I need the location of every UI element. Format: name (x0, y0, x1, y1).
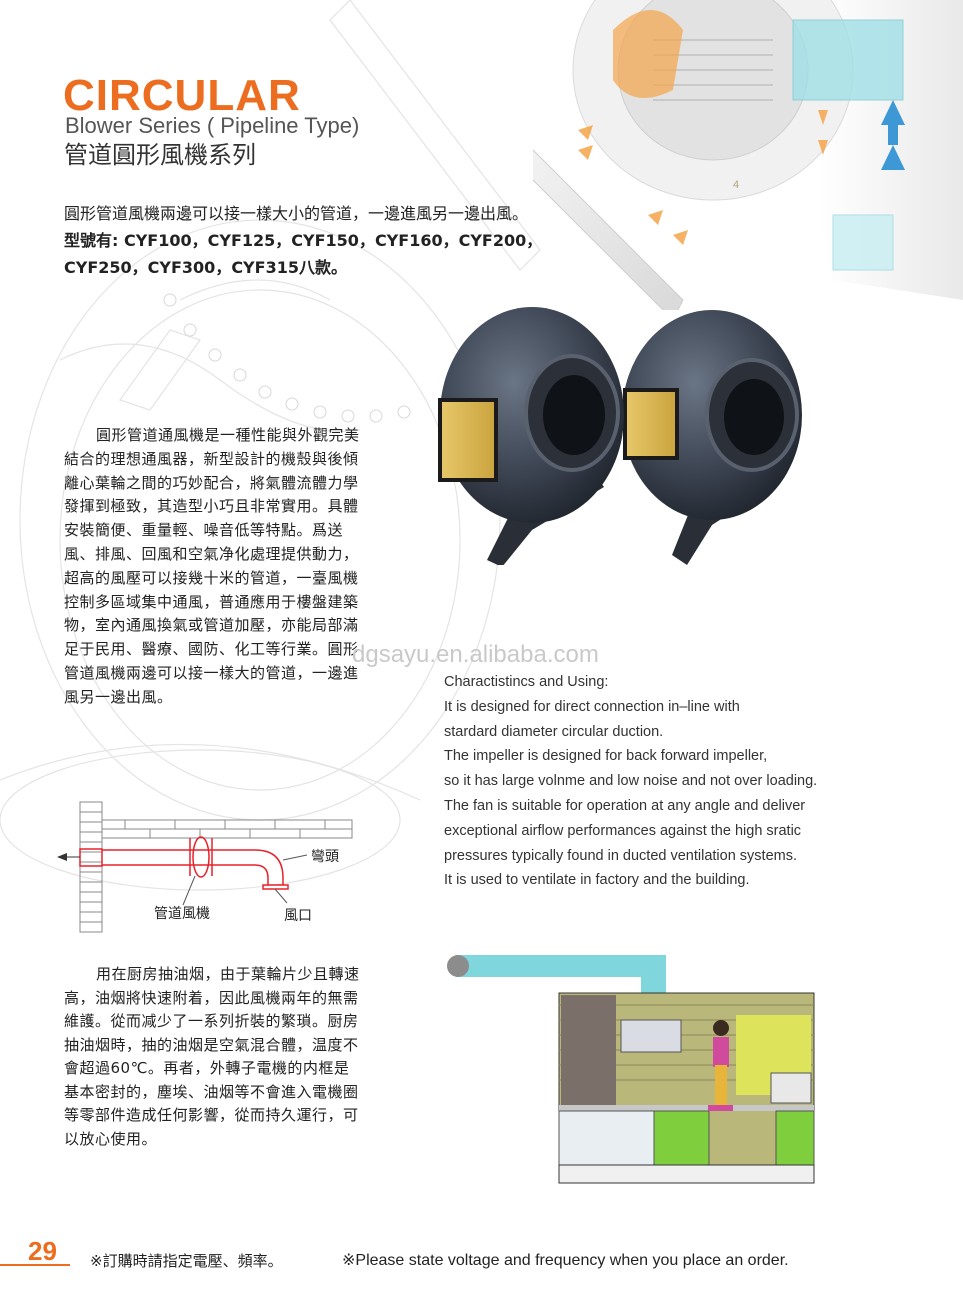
product-image (438, 307, 802, 565)
characteristics-line: exceptional airflow performances against… (444, 822, 802, 839)
subtitle-chinese: 管道圓形風機系列 (64, 141, 256, 169)
page-number: 29 (28, 1236, 57, 1266)
order-note-english: ※Please state voltage and frequency when… (342, 1252, 789, 1269)
characteristics-line: The fan is suitable for operation at any… (444, 797, 806, 814)
svg-text:4: 4 (733, 179, 739, 191)
page-number-underline (0, 1264, 70, 1266)
characteristics-line: so it has large volnme and low noise and… (444, 773, 818, 790)
characteristics-line: The impeller is designed for back forwar… (444, 748, 768, 765)
label-elbow: 彎頭 (311, 849, 339, 865)
characteristics-line: It is used to ventilate in factory and t… (444, 872, 750, 889)
installation-diagram (57, 801, 353, 933)
intro-models-line: 型號有: CYF100，CYF125，CYF150，CYF160，CYF200， (64, 231, 543, 250)
intro-models-line-2: CYF250，CYF300，CYF315八款。 (64, 258, 347, 277)
intro-text: 圓形管道風機兩邊可以接一樣大小的管道，一邊進風另一邊出風。 型號有: CYF10… (64, 200, 624, 281)
label-duct-fan: 管道風機 (154, 906, 210, 922)
blower-left (438, 307, 624, 565)
characteristics-line: stardard diameter circular duction. (444, 723, 664, 740)
blower-right (622, 310, 802, 565)
subtitle-english: Blower Series ( Pipeline Type) (65, 113, 360, 138)
characteristics-heading: Charactistincs and Using: (444, 674, 609, 690)
order-note-chinese: ※訂購時請指定電壓、頻率。 (90, 1252, 283, 1270)
characteristics-block: Charactistincs and Using: It is designed… (444, 670, 864, 893)
kitchen-cabinets (558, 1110, 815, 1166)
water-tank (792, 19, 904, 101)
characteristics-line: It is designed for direct connection in–… (444, 698, 740, 715)
watermark: dgsayu.en.alibaba.com (352, 641, 599, 668)
page-title: CIRCULAR (63, 71, 301, 120)
characteristics-line: pressures typically found in ducted vent… (444, 847, 798, 864)
description-kitchen: 用在厨房抽油烟，由于葉輪片少且轉速高，油烟將快速附着，因此風機兩年的無需維護。從… (64, 965, 360, 1148)
intro-line-1: 圓形管道風機兩邊可以接一樣大小的管道，一邊進風另一邊出風。 (64, 204, 529, 223)
label-outlet: 風口 (284, 908, 312, 924)
person-figure (708, 1020, 733, 1111)
blower-illustration: 4 (533, 0, 963, 310)
kitchen-illustration (447, 955, 815, 1184)
description-chinese: 圓形管道通風機是一種性能與外觀完美結合的理想通風器，新型設計的機殼與後傾離心葉輪… (64, 426, 360, 706)
